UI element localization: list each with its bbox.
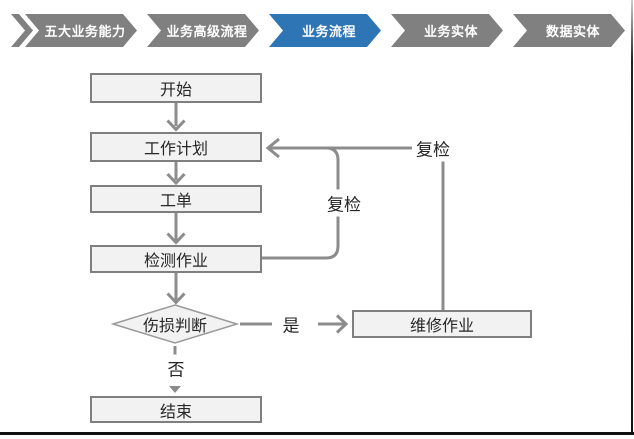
node-label: 工作计划: [143, 141, 208, 158]
edge-label-recheck-outer: 复检: [412, 134, 454, 162]
node-label: 开始: [159, 82, 192, 99]
decision-diamond: [110, 304, 240, 344]
tab-label: 数据实体: [545, 24, 600, 39]
arrowhead-down-icon: [166, 172, 186, 186]
tab-data-entity[interactable]: 数据实体: [513, 14, 625, 47]
node-end: 结束: [90, 396, 262, 423]
breadcrumb: 五大业务能力 业务高级流程 业务流程 业务实体 数据实体: [0, 14, 634, 47]
node-damage-decision-label: 伤损判断: [142, 318, 208, 335]
tab-label: 业务流程: [301, 24, 356, 39]
edge-recheck-outer: [270, 146, 445, 310]
tab-business-entity[interactable]: 业务实体: [391, 14, 503, 47]
node-label: 结束: [159, 403, 192, 421]
node-label: 检测作业: [143, 253, 208, 270]
tab-label: 业务实体: [423, 24, 478, 39]
edge-label-no: 否: [163, 354, 189, 382]
node-work-order: 工单: [90, 185, 262, 213]
tab-business-process-active[interactable]: 业务流程: [269, 14, 381, 47]
tab-label: 业务高级流程: [166, 24, 248, 39]
node-label: 工单: [159, 193, 192, 210]
node-repair-work: 维修作业: [352, 310, 532, 338]
arrowhead-left-icon: [265, 137, 280, 159]
tab-label: 五大业务能力: [44, 24, 126, 39]
node-label: 维修作业: [409, 318, 474, 335]
arrowhead-down-icon: [166, 232, 186, 245]
node-start: 开始: [90, 73, 262, 103]
arrowhead-right-icon: [335, 314, 349, 334]
arrowhead-down-icon: [166, 119, 186, 132]
node-work-plan: 工作计划: [90, 132, 262, 162]
tab-business-highlevel-process[interactable]: 业务高级流程: [147, 14, 259, 47]
tab-five-business-capabilities[interactable]: 五大业务能力: [25, 14, 137, 47]
node-inspection-work: 检测作业: [90, 245, 262, 273]
slide-bottom-border: [0, 432, 634, 435]
arrowhead-small-down-icon: [169, 386, 181, 393]
edge-label-recheck-inner: 复检: [323, 189, 365, 217]
edge-label-yes: 是: [278, 310, 304, 338]
slide-right-border: [631, 0, 633, 435]
arrowhead-down-icon: [166, 292, 186, 305]
